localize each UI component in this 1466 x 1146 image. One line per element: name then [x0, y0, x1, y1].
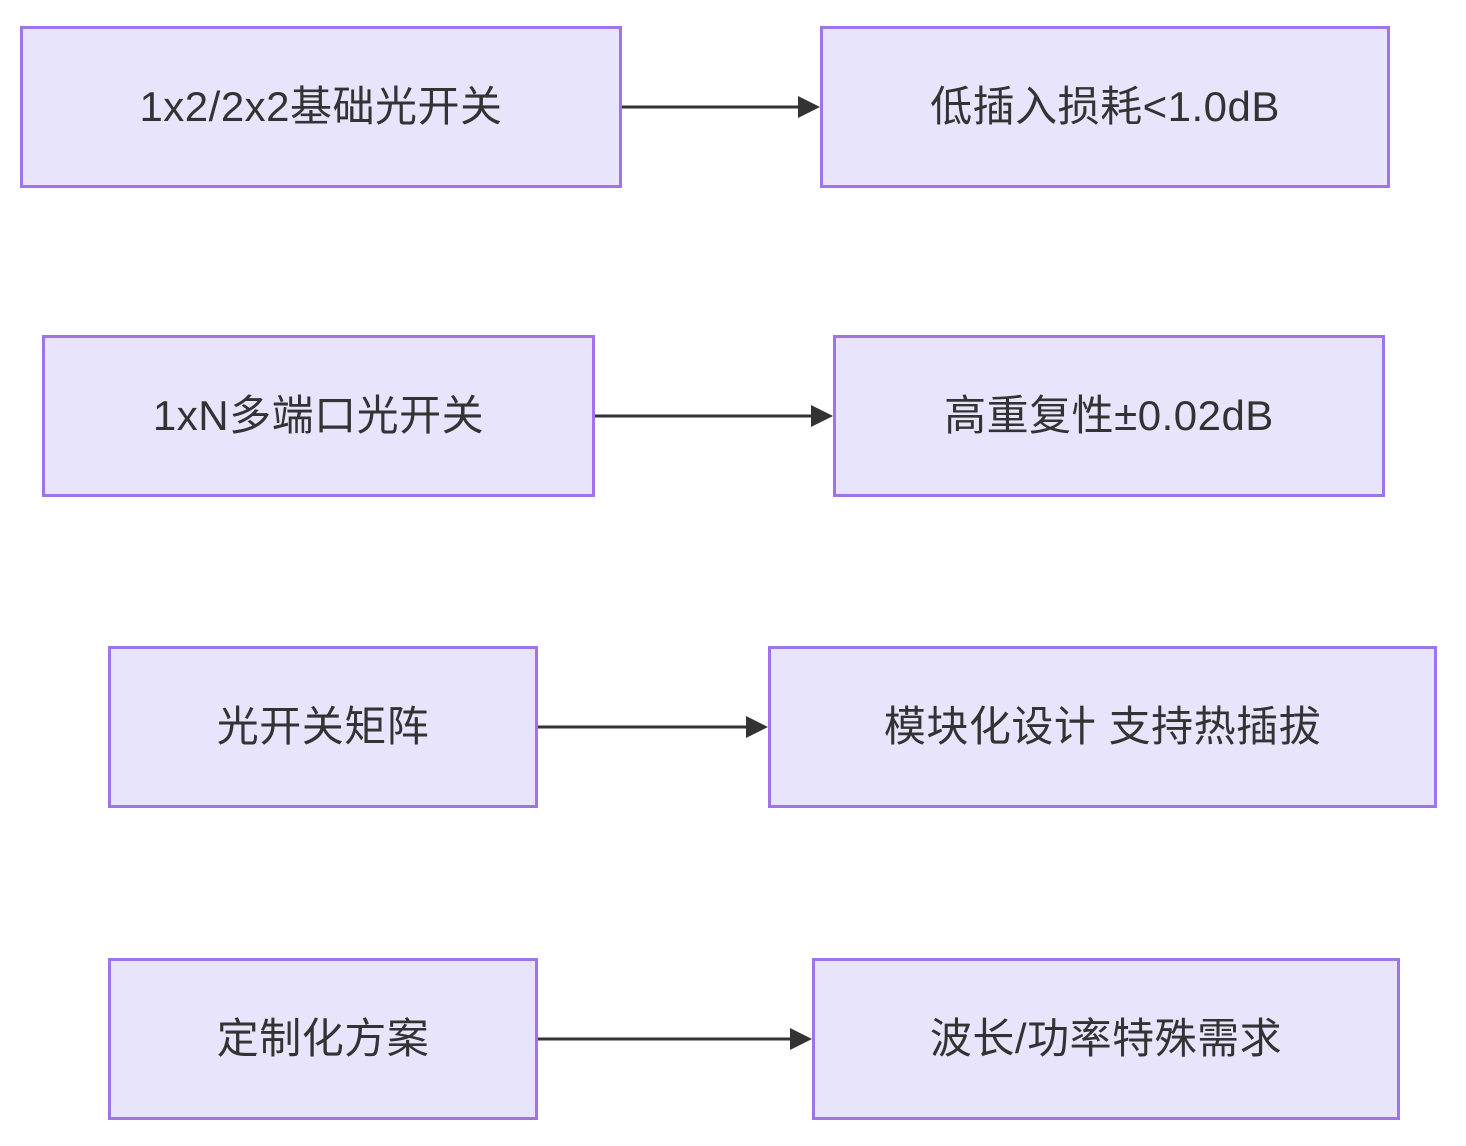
node-label: 高重复性±0.02dB: [944, 391, 1274, 439]
node-label: 光开关矩阵: [216, 702, 430, 750]
node-high-repeatability[interactable]: 高重复性±0.02dB: [833, 335, 1385, 497]
edge-row-3: [538, 716, 768, 738]
node-low-insertion-loss[interactable]: 低插入损耗<1.0dB: [820, 26, 1390, 188]
node-label: 定制化方案: [216, 1014, 430, 1062]
node-basic-optical-switch[interactable]: 1x2/2x2基础光开关: [20, 26, 622, 188]
edge-row-2-arrowhead-icon: [811, 405, 833, 427]
edge-row-1: [622, 96, 820, 118]
node-wavelength-power-requirements[interactable]: 波长/功率特殊需求: [812, 958, 1400, 1120]
edge-row-1-arrowhead-icon: [798, 96, 820, 118]
node-label: 模块化设计 支持热插拔: [883, 702, 1322, 750]
node-label: 低插入损耗<1.0dB: [930, 82, 1280, 130]
node-label: 1x2/2x2基础光开关: [139, 82, 503, 130]
edge-row-2: [595, 405, 833, 427]
node-optical-switch-matrix[interactable]: 光开关矩阵: [108, 646, 538, 808]
edge-row-4-arrowhead-icon: [790, 1028, 812, 1050]
node-multiport-optical-switch[interactable]: 1xN多端口光开关: [42, 335, 595, 497]
edge-row-3-arrowhead-icon: [746, 716, 768, 738]
node-customized-solution[interactable]: 定制化方案: [108, 958, 538, 1120]
node-label: 1xN多端口光开关: [152, 391, 485, 439]
node-modular-design-hotswap[interactable]: 模块化设计 支持热插拔: [768, 646, 1437, 808]
edge-row-4: [538, 1028, 812, 1050]
node-label: 波长/功率特殊需求: [929, 1014, 1283, 1062]
